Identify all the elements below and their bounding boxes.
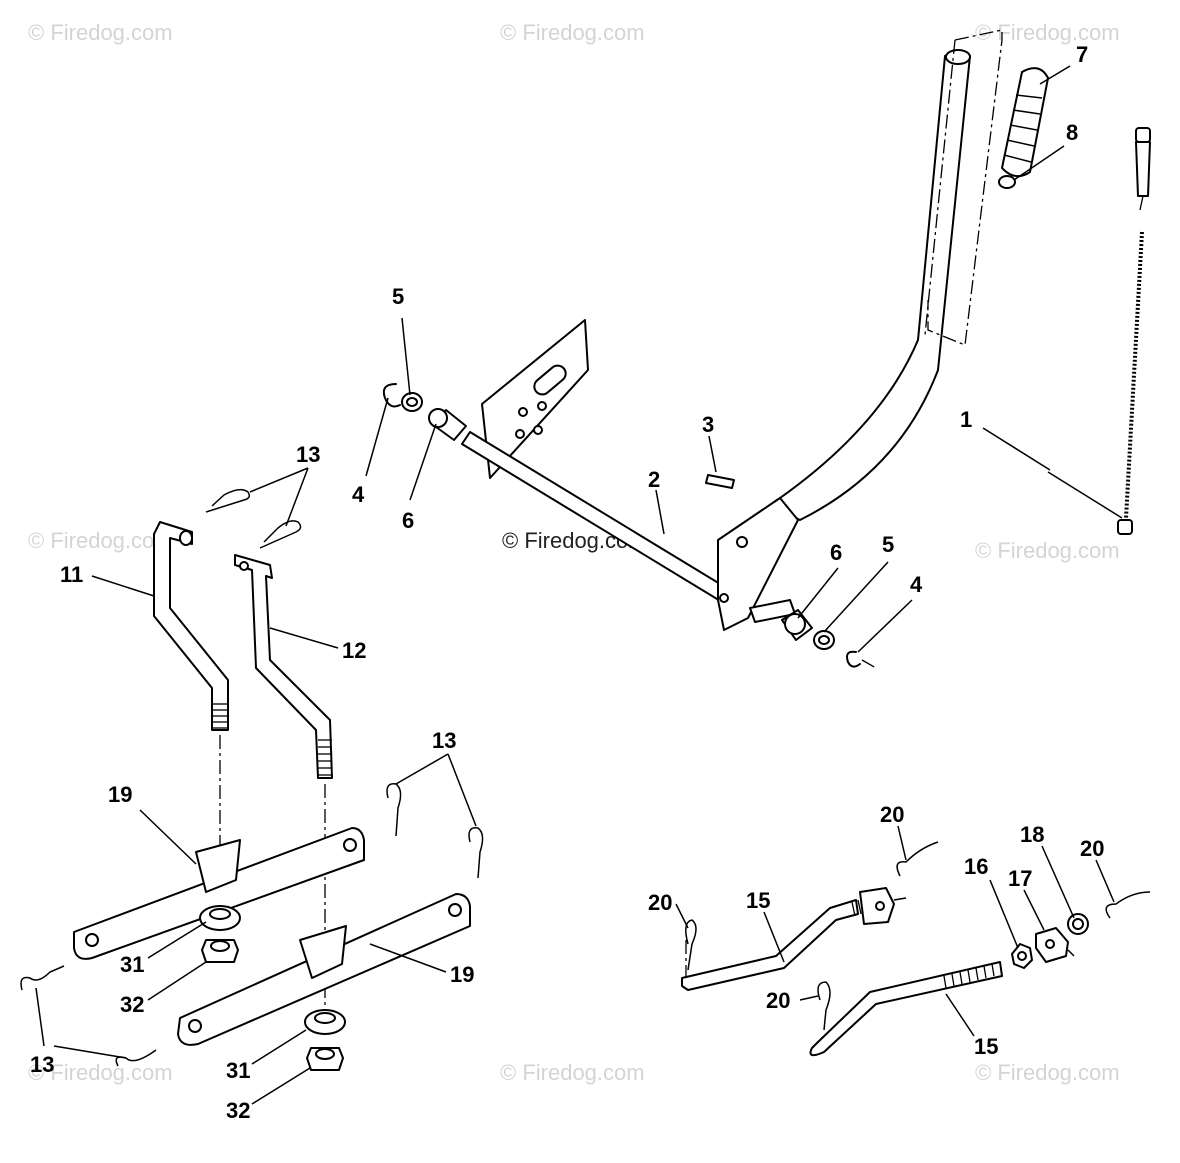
- part-12-rod: [234, 554, 333, 779]
- rod-11-thread: [212, 703, 228, 729]
- part-19-arm-upper: [73, 827, 365, 960]
- watermark: © Firedog.com: [975, 20, 1120, 45]
- arm-upper-body: [73, 827, 365, 960]
- callout-label: 13: [432, 728, 456, 753]
- hairpin-clip: [468, 827, 484, 879]
- part-3-pin: [705, 474, 735, 489]
- part-32-nut-upper: [201, 939, 239, 963]
- watermark: © Firedog.com: [28, 1060, 173, 1085]
- part-31-spacer-lower: [304, 1009, 346, 1035]
- callout-label: 20: [766, 988, 790, 1013]
- watermark: © Firedog.com: [28, 528, 173, 553]
- part-32-nut-lower: [306, 1047, 344, 1071]
- callout-label: 5: [882, 532, 894, 557]
- cable-tip: [1139, 195, 1144, 211]
- callout-label: 5: [392, 284, 404, 309]
- callout-label: 13: [30, 1052, 54, 1077]
- lift-handle-tube-end: [945, 49, 971, 65]
- lift-handle-tube: [769, 51, 971, 521]
- hairpin-clip: [1105, 891, 1151, 919]
- callout-label: 18: [1020, 822, 1044, 847]
- part-11-rod: [153, 521, 229, 731]
- callouts: 1 2 3 4 4 5 5 6 6 7 8 11 12 13 13 13 15 …: [30, 42, 1104, 1123]
- callout-label: 2: [648, 467, 660, 492]
- callout-label: 7: [1076, 42, 1088, 67]
- callout-label: 4: [910, 572, 923, 597]
- plate-slot: [533, 364, 567, 396]
- hairpin-clip: [685, 919, 697, 971]
- part-17-block: [1035, 927, 1075, 963]
- watermark: © Firedog.com: [500, 1060, 645, 1085]
- callout-label: 31: [226, 1058, 250, 1083]
- part-15-rod-upper: [681, 899, 859, 991]
- part-15-rod-lower-thread: [943, 963, 995, 989]
- part-31-spacer-upper: [199, 905, 241, 931]
- grip-body: [1001, 67, 1049, 178]
- rod-11-body: [153, 521, 229, 731]
- part-2-shaft: [461, 319, 799, 631]
- handle-bracket: [717, 497, 799, 631]
- cap-body: [998, 175, 1016, 189]
- callout-label: 13: [296, 442, 320, 467]
- watermark: © Firedog.com: [28, 20, 173, 45]
- hairpin-clip: [817, 981, 831, 1031]
- hairpin-clip: [259, 520, 302, 549]
- cable-end: [1117, 519, 1133, 535]
- e-clip-right: [846, 650, 861, 668]
- callout-label: 32: [120, 992, 144, 1017]
- part-8-cap: [998, 175, 1016, 189]
- rod-15-block: [859, 887, 907, 925]
- leader-lines: [35, 65, 1123, 1105]
- callout-label: 20: [1080, 836, 1104, 861]
- callout-label: 15: [974, 1034, 998, 1059]
- callout-label: 32: [226, 1098, 250, 1123]
- hairpin-clip: [20, 965, 65, 991]
- callout-label: 17: [1008, 866, 1032, 891]
- callout-label: 8: [1066, 120, 1078, 145]
- handle-dash-outline: [927, 29, 1003, 346]
- callout-label: 1: [960, 407, 972, 432]
- part-19-arm-lower: [177, 893, 471, 1046]
- callout-label: 4: [352, 482, 365, 507]
- callout-label: 16: [964, 854, 988, 879]
- callout-label: 20: [648, 890, 672, 915]
- callout-label: 19: [450, 962, 474, 987]
- arm-upper-boss: [195, 839, 241, 893]
- callout-label: 19: [108, 782, 132, 807]
- watermark-group: © Firedog.com © Firedog.com © Firedog.co…: [28, 20, 1120, 1085]
- right-shaft-hardware: [781, 609, 877, 669]
- part-20-clip: [685, 841, 1151, 1031]
- callout-label: 20: [880, 802, 904, 827]
- shaft-rod: [461, 431, 731, 603]
- watermark: © Firedog.com: [975, 538, 1120, 563]
- cable-cap: [1135, 127, 1151, 143]
- rod-12-body: [234, 554, 333, 779]
- callout-label: 12: [342, 638, 366, 663]
- left-shaft-hardware: [382, 383, 467, 441]
- arm-lower-boss: [299, 925, 347, 979]
- callout-label: 6: [402, 508, 414, 533]
- pin-body: [705, 474, 735, 489]
- rod-12-thread: [318, 739, 332, 776]
- callout-label: 15: [746, 888, 770, 913]
- rod-15-upper-body: [681, 899, 859, 991]
- watermark: © Firedog.com: [500, 20, 645, 45]
- part-16-nut: [1011, 943, 1033, 969]
- part-1-cable: [1117, 127, 1151, 535]
- watermark: © Firedog.com: [975, 1060, 1120, 1085]
- callout-label: 11: [60, 562, 83, 587]
- cable-body: [1124, 231, 1144, 519]
- callout-label: 31: [120, 952, 144, 977]
- hairpin-clip: [386, 783, 402, 837]
- lift-handle: [769, 29, 1003, 521]
- hairpin-clip: [896, 841, 939, 877]
- cable-sleeve: [1135, 141, 1151, 197]
- part-18-nut: [1067, 913, 1089, 935]
- callout-label: 6: [830, 540, 842, 565]
- hairpin-clip: [205, 488, 251, 513]
- callout-label: 3: [702, 412, 714, 437]
- part-7-grip: [1001, 67, 1049, 178]
